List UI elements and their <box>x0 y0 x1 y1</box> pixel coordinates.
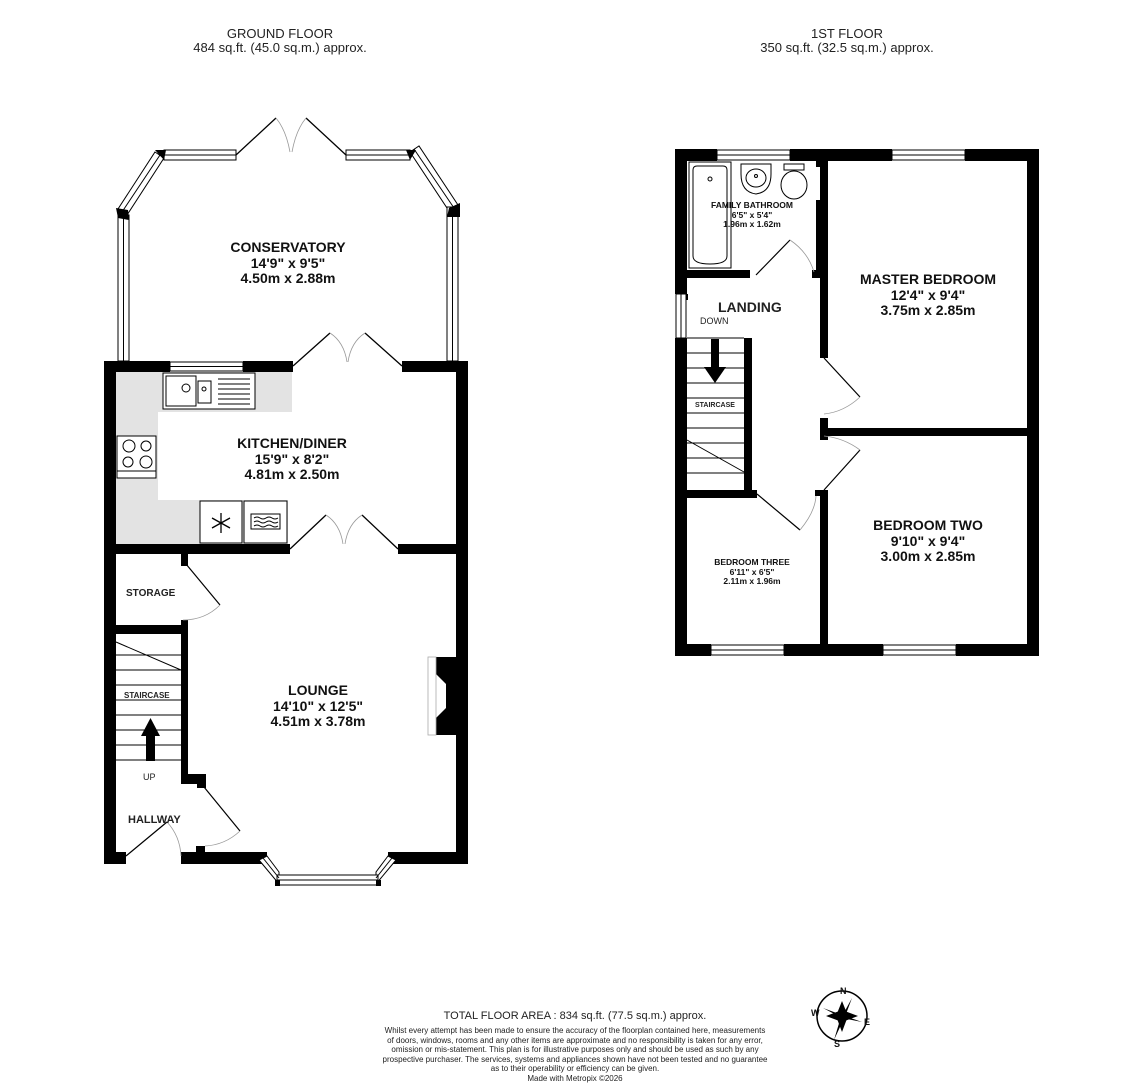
compass-east: E <box>864 1017 870 1027</box>
kitchen-conservatory-doors <box>293 333 402 366</box>
ground-floor-plan <box>104 118 468 886</box>
disclaimer-line: Whilst every attempt has been made to en… <box>370 1026 780 1036</box>
floorplan-footer: TOTAL FLOOR AREA : 834 sq.ft. (77.5 sq.m… <box>370 1010 780 1083</box>
kitchen-diner-label: KITCHEN/DINER 15'9" x 8'2" 4.81m x 2.50m <box>237 436 347 483</box>
room-metric: 4.81m x 2.50m <box>237 467 347 483</box>
kitchen-sink-icon <box>163 373 255 409</box>
made-with-credit: Made with Metropix ©2026 <box>370 1074 780 1083</box>
ground-staircase-label: STAIRCASE <box>124 691 170 700</box>
freezer-icon <box>200 501 242 543</box>
basin-icon <box>741 164 771 194</box>
kitchen-window <box>170 362 243 371</box>
conservatory-label: CONSERVATORY 14'9" x 9'5" 4.50m x 2.88m <box>230 240 345 287</box>
room-metric: 3.00m x 2.85m <box>873 549 983 565</box>
disclaimer-line: prospective purchaser. The services, sys… <box>370 1055 780 1065</box>
compass-rose-icon <box>817 991 867 1041</box>
master-bedroom-door <box>824 358 860 414</box>
compass-south: S <box>834 1039 840 1049</box>
lounge-label: LOUNGE 14'10" x 12'5" 4.51m x 3.78m <box>271 683 366 730</box>
up-arrow-icon <box>141 718 160 761</box>
hallway-label: HALLWAY <box>128 814 181 826</box>
room-name: BEDROOM TWO <box>873 518 983 534</box>
hob-icon <box>117 436 156 478</box>
bathroom-door <box>756 240 814 275</box>
compass-north: N <box>840 986 847 996</box>
total-floor-area: TOTAL FLOOR AREA : 834 sq.ft. (77.5 sq.m… <box>370 1010 780 1022</box>
storage-door <box>183 564 220 620</box>
stair-up-label: UP <box>143 772 156 782</box>
stair-down-label: DOWN <box>700 316 729 326</box>
fireplace-hearth <box>428 657 436 735</box>
room-name: LOUNGE <box>271 683 366 699</box>
compass-west: W <box>811 1008 820 1018</box>
disclaimer-line: of doors, windows, rooms and any other i… <box>370 1036 780 1046</box>
bedroom-two-door <box>824 436 860 490</box>
bedroom-three-door <box>757 494 816 530</box>
bedroom-three-label: BEDROOM THREE 6'11" x 6'5" 2.11m x 1.96m <box>714 558 790 587</box>
family-bathroom-label: FAMILY BATHROOM 6'5" x 5'4" 1.96m x 1.62… <box>711 201 793 230</box>
room-imperial: 9'10" x 9'4" <box>873 534 983 550</box>
master-bedroom-label: MASTER BEDROOM 12'4" x 9'4" 3.75m x 2.85… <box>860 272 996 319</box>
room-metric: 3.75m x 2.85m <box>860 303 996 319</box>
conservatory-french-doors <box>236 118 346 155</box>
room-imperial: 12'4" x 9'4" <box>860 288 996 304</box>
microwave-icon <box>244 501 287 543</box>
room-imperial: 15'9" x 8'2" <box>237 452 347 468</box>
room-name: CONSERVATORY <box>230 240 345 256</box>
toilet-icon <box>781 164 807 199</box>
lounge-door <box>204 787 240 846</box>
room-imperial: 14'9" x 9'5" <box>230 256 345 272</box>
first-staircase-label: STAIRCASE <box>695 402 735 409</box>
front-door <box>126 822 181 856</box>
room-metric: 4.50m x 2.88m <box>230 271 345 287</box>
room-metric: 4.51m x 3.78m <box>271 714 366 730</box>
landing-label: LANDING <box>718 299 782 315</box>
disclaimer-line: as to their operability or efficiency ca… <box>370 1064 780 1074</box>
room-name: MASTER BEDROOM <box>860 272 996 288</box>
kitchen-lounge-doors <box>290 515 398 549</box>
bedroom-two-label: BEDROOM TWO 9'10" x 9'4" 3.00m x 2.85m <box>873 518 983 565</box>
room-metric: 2.11m x 1.96m <box>714 577 790 587</box>
room-name: KITCHEN/DINER <box>237 436 347 452</box>
down-arrow-icon <box>704 339 726 383</box>
room-imperial: 14'10" x 12'5" <box>271 699 366 715</box>
storage-label: STORAGE <box>126 588 175 599</box>
room-metric: 1.96m x 1.62m <box>711 220 793 230</box>
disclaimer: Whilst every attempt has been made to en… <box>370 1026 780 1083</box>
disclaimer-line: omission or mis-statement. This plan is … <box>370 1045 780 1055</box>
